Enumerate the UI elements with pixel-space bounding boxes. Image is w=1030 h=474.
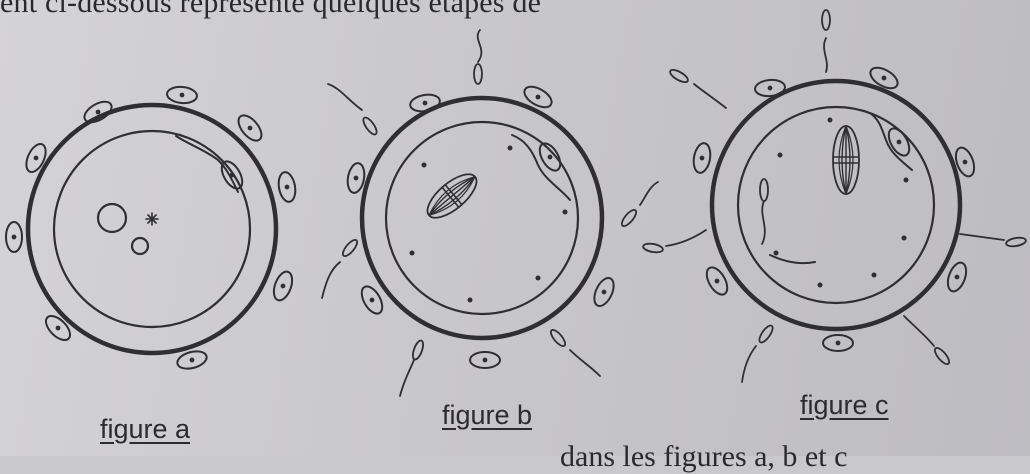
sperm-cells-b: [322, 30, 658, 396]
oocyte-membrane: [386, 122, 578, 314]
centrosome-aster: [146, 213, 158, 225]
follicle-cell-a8: [277, 171, 298, 203]
figure-c-caption: figure c: [800, 390, 889, 421]
internal-sperm-c: [760, 179, 768, 244]
follicle-cell-b6: [590, 275, 617, 309]
follicle-cell-b1: [409, 93, 441, 114]
membrane-invagination: [770, 255, 815, 263]
follicle-cell-c5: [823, 335, 853, 351]
zona-pellucida-outer: [362, 98, 602, 338]
male-pronucleus: [98, 204, 126, 232]
zona-pellucida-outer: [712, 81, 960, 329]
figure-c-drawing: [642, 10, 1026, 382]
follicle-cell-c3: [692, 142, 713, 174]
follicle-cell-c8: [885, 125, 914, 159]
female-pronucleus: [132, 238, 148, 254]
figure-a-caption: figure a: [100, 414, 190, 445]
follicle-cell-a7: [270, 269, 295, 303]
figure-b-caption: figure b: [442, 400, 532, 431]
follicle-cell-c4: [703, 264, 732, 298]
follicle-cell-a4: [6, 222, 22, 252]
follicle-cell-a1: [166, 86, 197, 105]
anaphase-spindle: [833, 126, 859, 194]
follicle-cell-c6: [944, 260, 969, 294]
sperm-cells-c: [642, 10, 1026, 382]
oocyte-membrane: [54, 131, 250, 327]
footer-text: dans les figures a, b et c: [560, 440, 847, 474]
metaphase-spindle: [421, 167, 484, 225]
figure-b-drawing: [322, 30, 658, 396]
follicle-cell-b5: [470, 352, 500, 368]
zona-pellucida-outer: [28, 105, 276, 353]
follicle-cell-a5: [42, 312, 75, 345]
figure-a-drawing: [6, 86, 297, 372]
